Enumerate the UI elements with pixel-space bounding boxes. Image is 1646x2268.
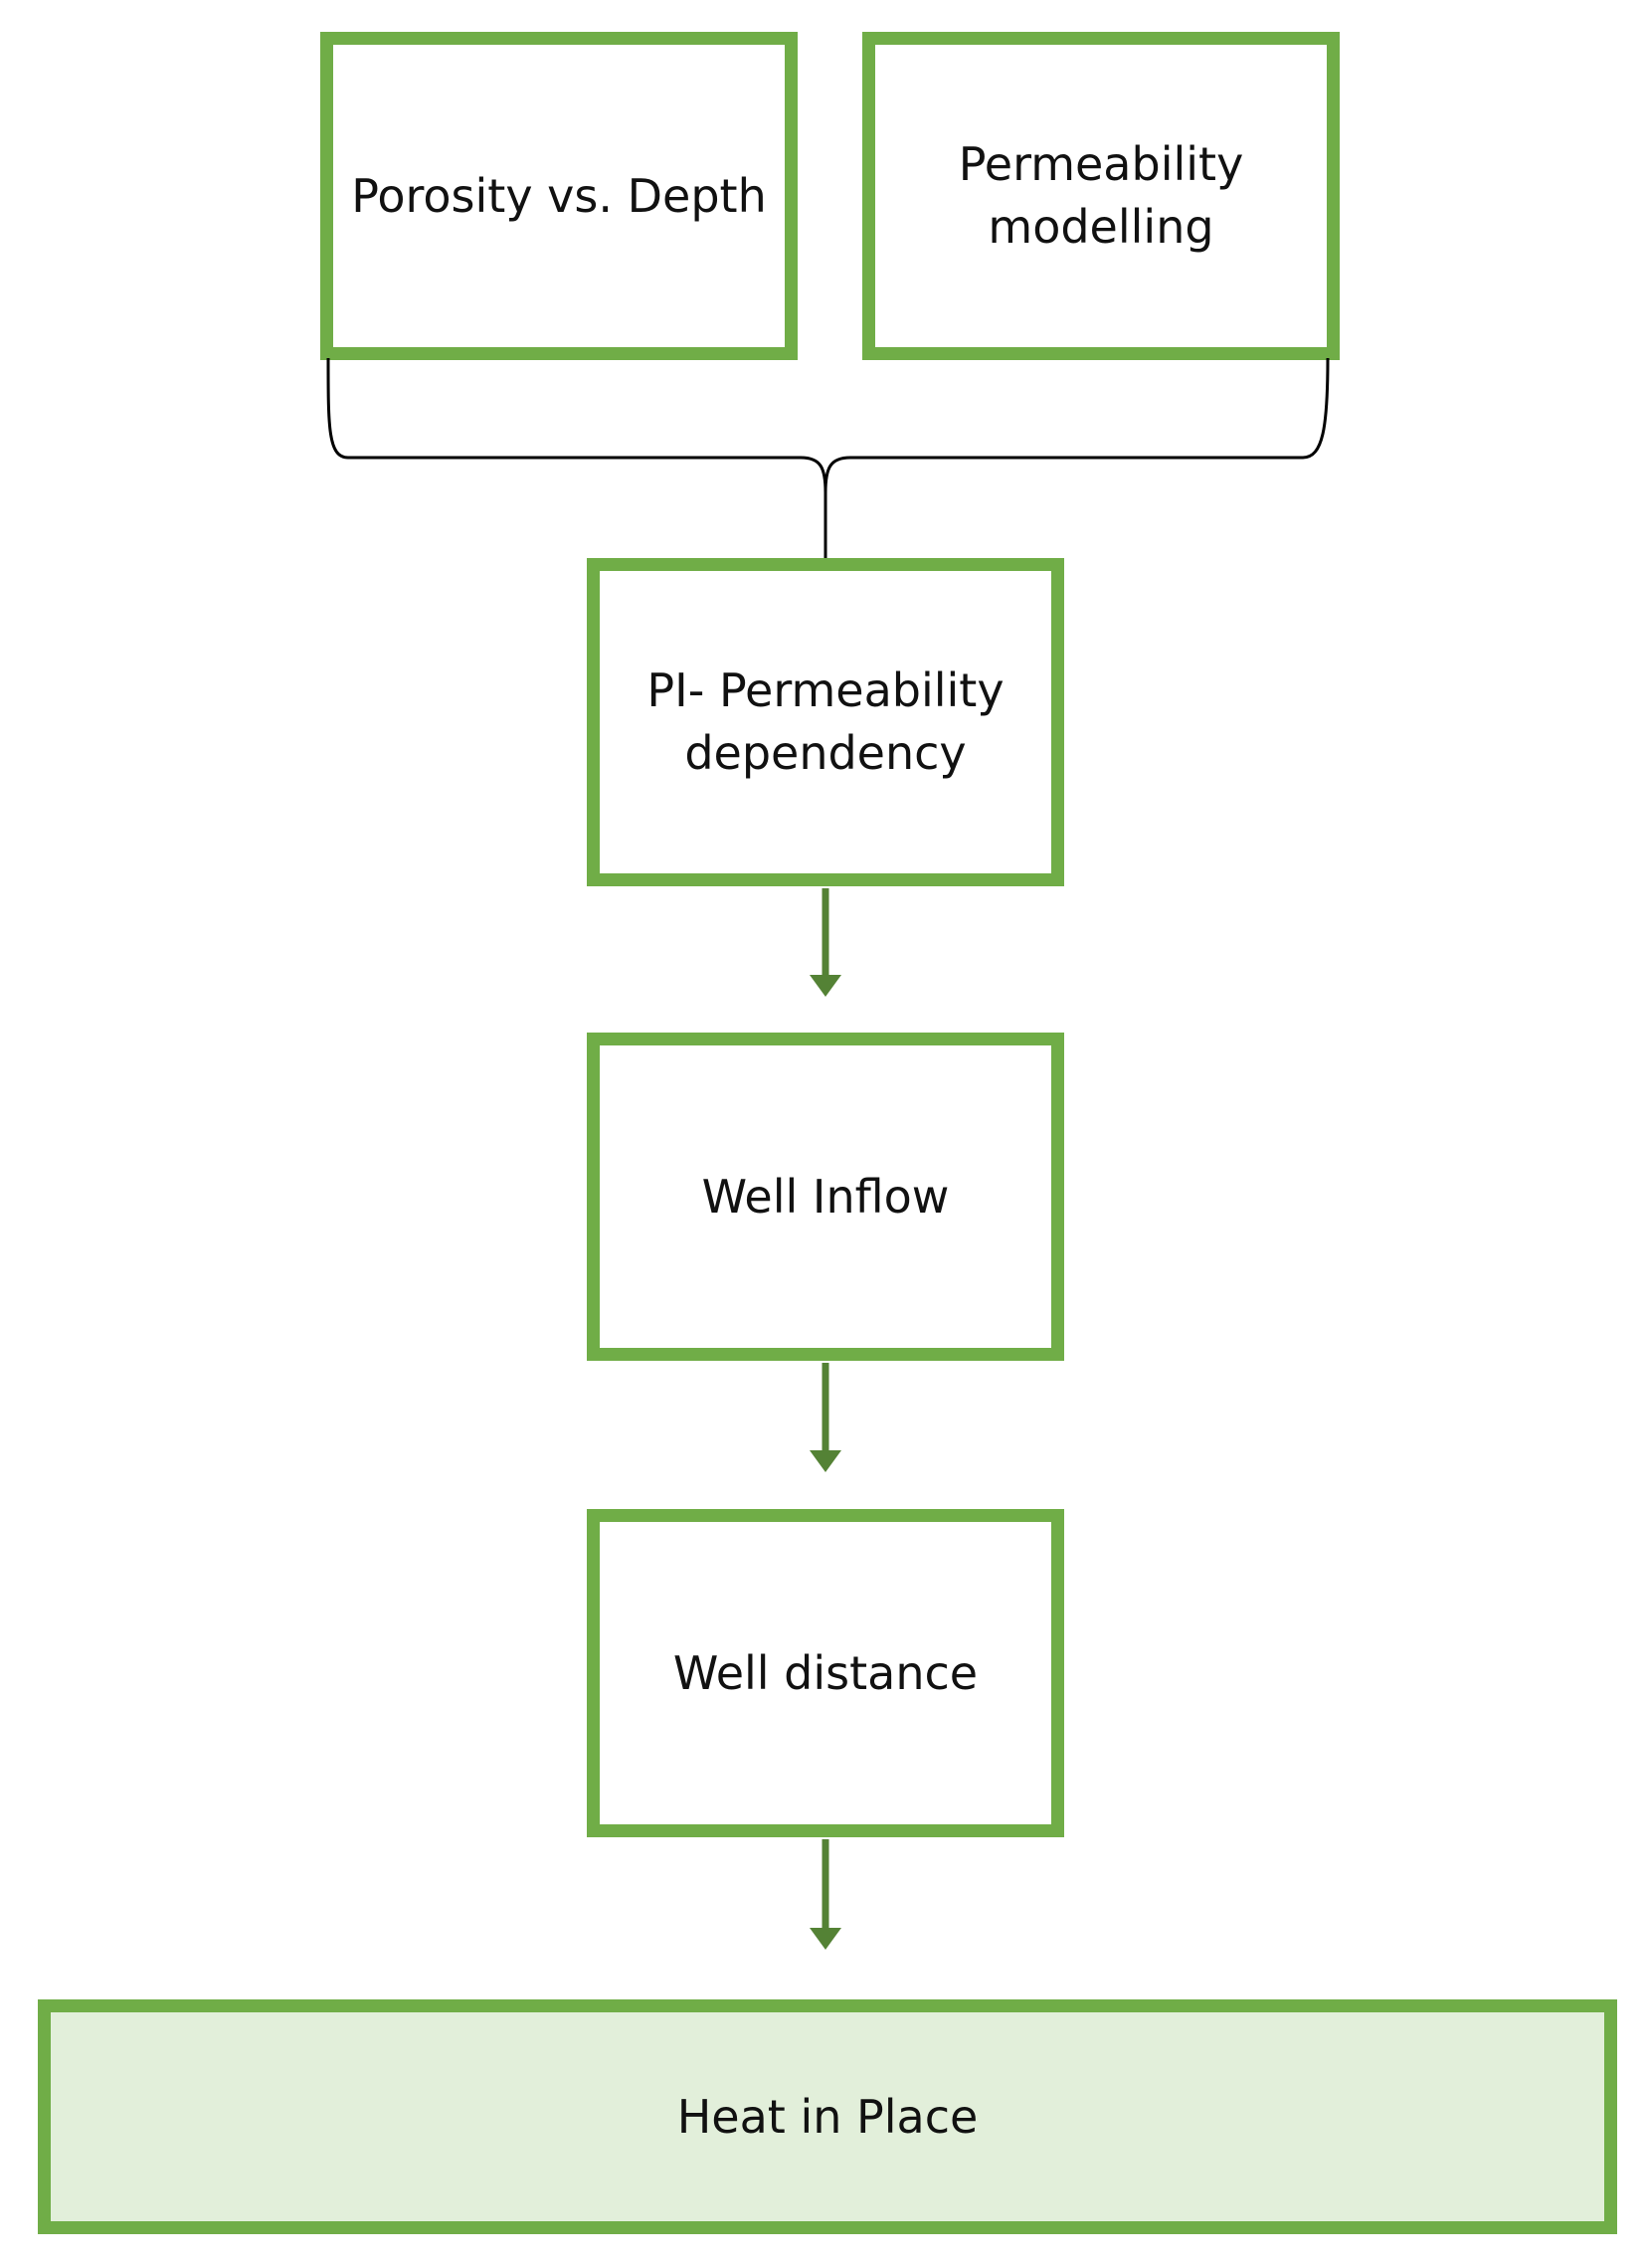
pi-permeability-dependency-label: PI- Permeability dependency: [646, 663, 1005, 780]
well-inflow-node: Well Inflow: [587, 1033, 1064, 1361]
brace-connector: [326, 357, 1330, 562]
permeability-modelling-node: Permeability modelling: [862, 32, 1340, 360]
well-distance-label: Well distance: [672, 1645, 979, 1700]
well-inflow-label: Well Inflow: [701, 1169, 950, 1224]
heat-in-place-label: Heat in Place: [676, 2089, 979, 2144]
heat-in-place-node: Heat in Place: [38, 1999, 1617, 2234]
porosity-depth-node: Porosity vs. Depth: [320, 32, 798, 360]
arrow-distance-to-heat: [810, 1839, 841, 1950]
permeability-modelling-label: Permeability modelling: [958, 137, 1244, 254]
porosity-depth-label: Porosity vs. Depth: [351, 168, 767, 223]
arrow-inflow-to-distance: [810, 1363, 841, 1472]
arrow-pi-to-inflow: [810, 888, 841, 997]
well-distance-node: Well distance: [587, 1509, 1064, 1837]
pi-permeability-dependency-node: PI- Permeability dependency: [587, 558, 1064, 886]
